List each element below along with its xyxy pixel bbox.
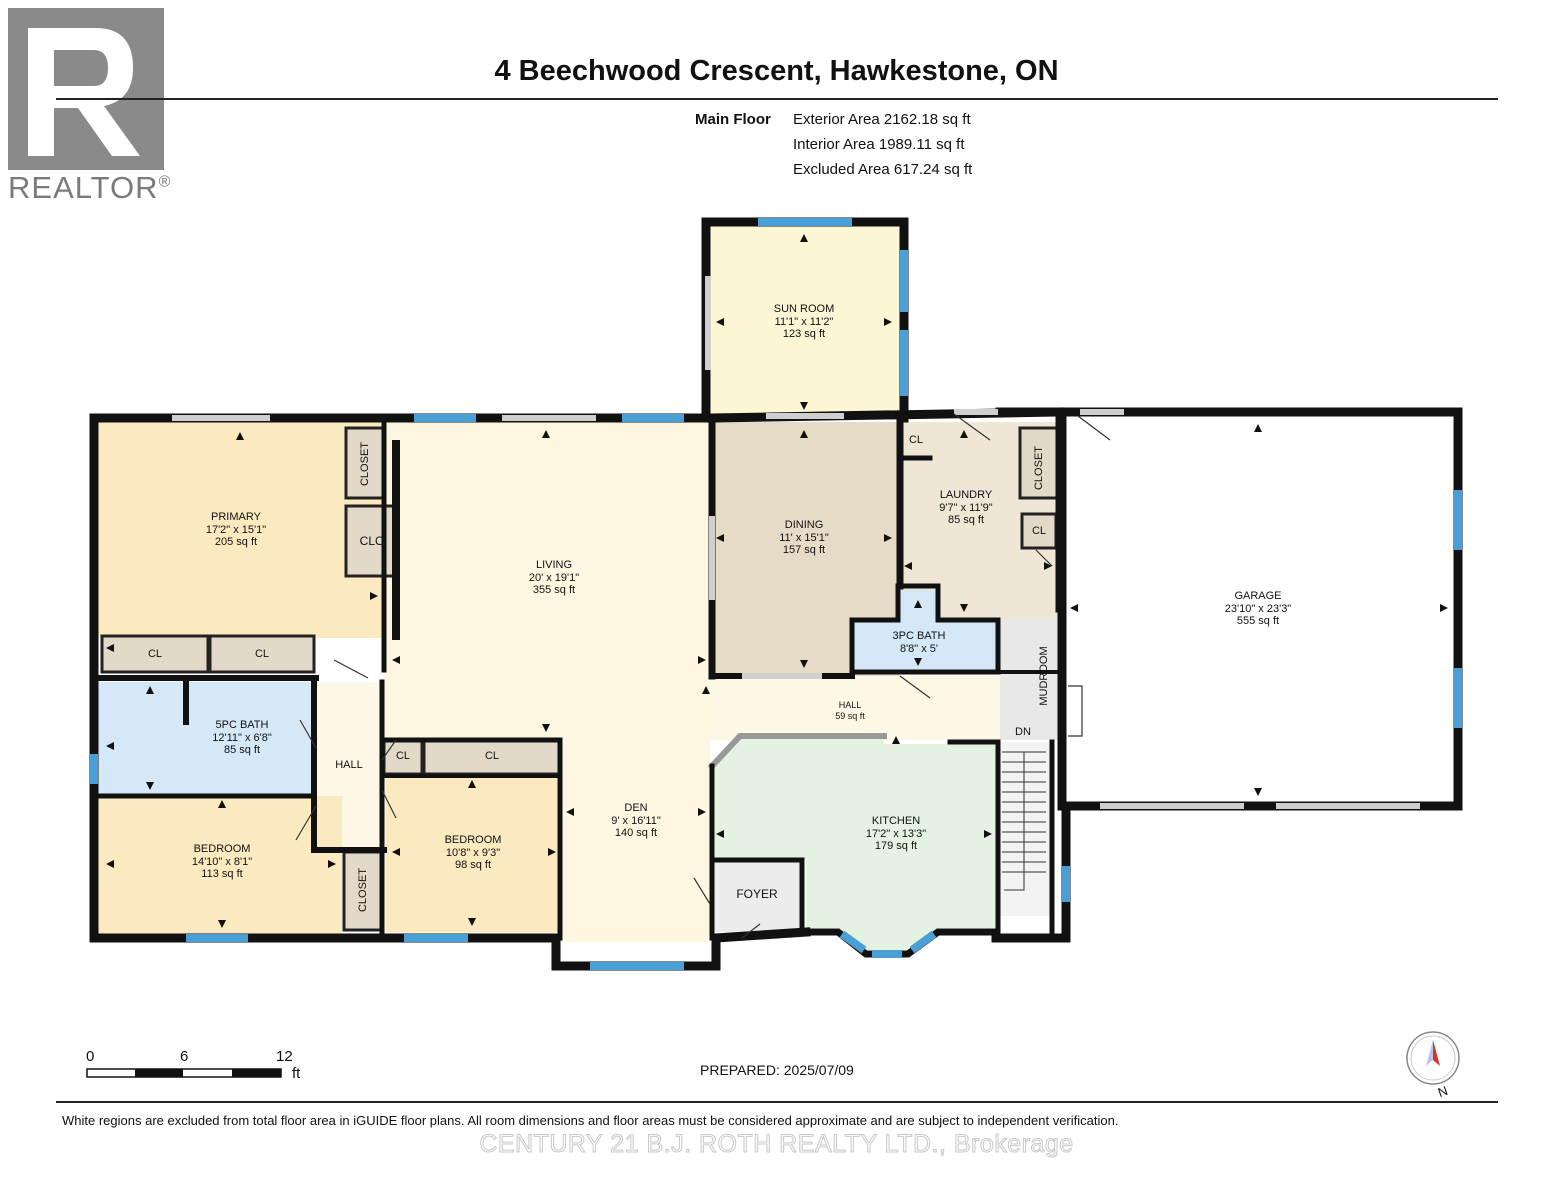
mudroom-fill <box>1000 618 1058 740</box>
cl2-fill <box>208 634 316 674</box>
brokerage-watermark: CENTURY 21 B.J. ROTH REALTY LTD., Broker… <box>479 1130 1074 1159</box>
closet-bedroom1-tag: CLOSET <box>357 868 369 913</box>
stairs-down-tag: DN <box>1015 726 1031 738</box>
openings <box>172 276 1420 809</box>
clo-tag: CLO <box>359 534 385 548</box>
cl-laundry-tag: CL <box>1031 525 1047 537</box>
cl-primary-2-tag: CL <box>254 648 270 660</box>
sunroom-fill <box>708 226 900 418</box>
door-swings <box>295 413 1111 939</box>
scale-zero: 0 <box>86 1048 95 1065</box>
cl1-fill <box>100 634 210 674</box>
stairs <box>1002 751 1046 891</box>
foyer-fill <box>714 862 802 932</box>
cl-primary-1-tag: CL <box>147 648 163 660</box>
bedroom1-fill <box>98 796 342 934</box>
scale-unit: ft <box>292 1065 301 1082</box>
realtor-wordmark: REALTOR® <box>8 170 172 205</box>
compass-icon <box>1406 1031 1460 1085</box>
scale-twelve: 12 <box>276 1048 293 1065</box>
scale-bar <box>86 1068 282 1078</box>
bath5-fill <box>98 682 314 794</box>
floor-label: Main Floor <box>695 111 771 128</box>
dimension-arrows <box>106 234 1448 928</box>
footer-rule <box>56 1101 1498 1103</box>
kitchen-fill <box>712 736 996 950</box>
scale-six: 6 <box>180 1048 189 1065</box>
bedroom2-fill <box>386 776 560 932</box>
hall-fill <box>710 676 1002 740</box>
exterior-area: Exterior Area 2162.18 sq ft <box>793 111 971 128</box>
cl-bedroom2-tag: CL <box>484 750 500 762</box>
mudroom-tag: MUDROOM <box>1038 646 1050 706</box>
closet-primary-tag: CLOSET <box>359 442 371 487</box>
interior-area: Interior Area 1989.11 sq ft <box>793 136 965 153</box>
primary-fill <box>98 422 384 638</box>
windows <box>90 218 1462 970</box>
disclaimer: White regions are excluded from total fl… <box>62 1113 1119 1128</box>
realtor-logo <box>8 8 164 170</box>
closet-laundry-tag: CLOSET <box>1033 446 1045 491</box>
bath3-fill <box>852 618 996 670</box>
closet-laundry-fill <box>1018 426 1060 500</box>
realtor-r-icon <box>8 8 164 170</box>
cl-hall-tag: CL <box>395 750 411 762</box>
title-rule <box>56 98 1498 100</box>
excluded-area: Excluded Area 617.24 sq ft <box>793 161 973 178</box>
page-title: 4 Beechwood Crescent, Hawkestone, ON <box>494 55 1059 87</box>
prepared-date: PREPARED: 2025/07/09 <box>700 1062 854 1078</box>
cl-laundry-corner-tag: CL <box>908 434 924 446</box>
